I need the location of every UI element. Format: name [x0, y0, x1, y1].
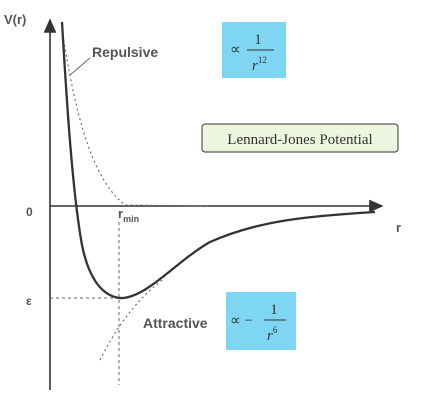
title-box: Lennard-Jones Potential: [201, 123, 399, 153]
rmin-sub: min: [123, 214, 139, 224]
attractive-formula-denom-exp: 6: [273, 325, 278, 335]
attractive-formula-denominator: r6: [267, 325, 278, 344]
attractive-label: Attractive: [143, 315, 208, 331]
repulsive-formula-numerator: 1: [254, 32, 262, 48]
epsilon-label: ε: [26, 294, 32, 308]
attractive-formula-bg: [226, 292, 296, 350]
x-axis-label: r: [396, 220, 401, 235]
y-axis-label: V(r): [4, 12, 26, 27]
repulsive-formula-denom-base: r: [252, 58, 258, 74]
repulsive-component-curve: [61, 29, 211, 207]
title-box-text: Lennard-Jones Potential: [227, 132, 372, 148]
lennard-jones-curve: [60, 21, 376, 300]
repulsive-formula-box: ∝ 1 r12: [222, 22, 286, 78]
zero-label: 0: [26, 205, 33, 219]
attractive-formula-denom-base: r: [267, 328, 273, 344]
repulsive-formula-denom-exp: 12: [258, 55, 267, 65]
attractive-component-curve: [99, 277, 166, 361]
attractive-formula-box: ∝ − 1 r6: [226, 292, 296, 350]
rmin-label: rmin: [118, 206, 139, 224]
repulsive-formula-denominator: r12: [252, 55, 267, 74]
rmin-main: r: [118, 206, 123, 221]
title-box-bg: [201, 123, 399, 153]
attractive-formula-prop: ∝ −: [230, 313, 253, 329]
repulsive-formula-prop: ∝: [230, 42, 241, 58]
repulsive-pointer: [69, 57, 91, 76]
attractive-formula-numerator: 1: [270, 302, 278, 318]
repulsive-label: Repulsive: [92, 44, 158, 60]
